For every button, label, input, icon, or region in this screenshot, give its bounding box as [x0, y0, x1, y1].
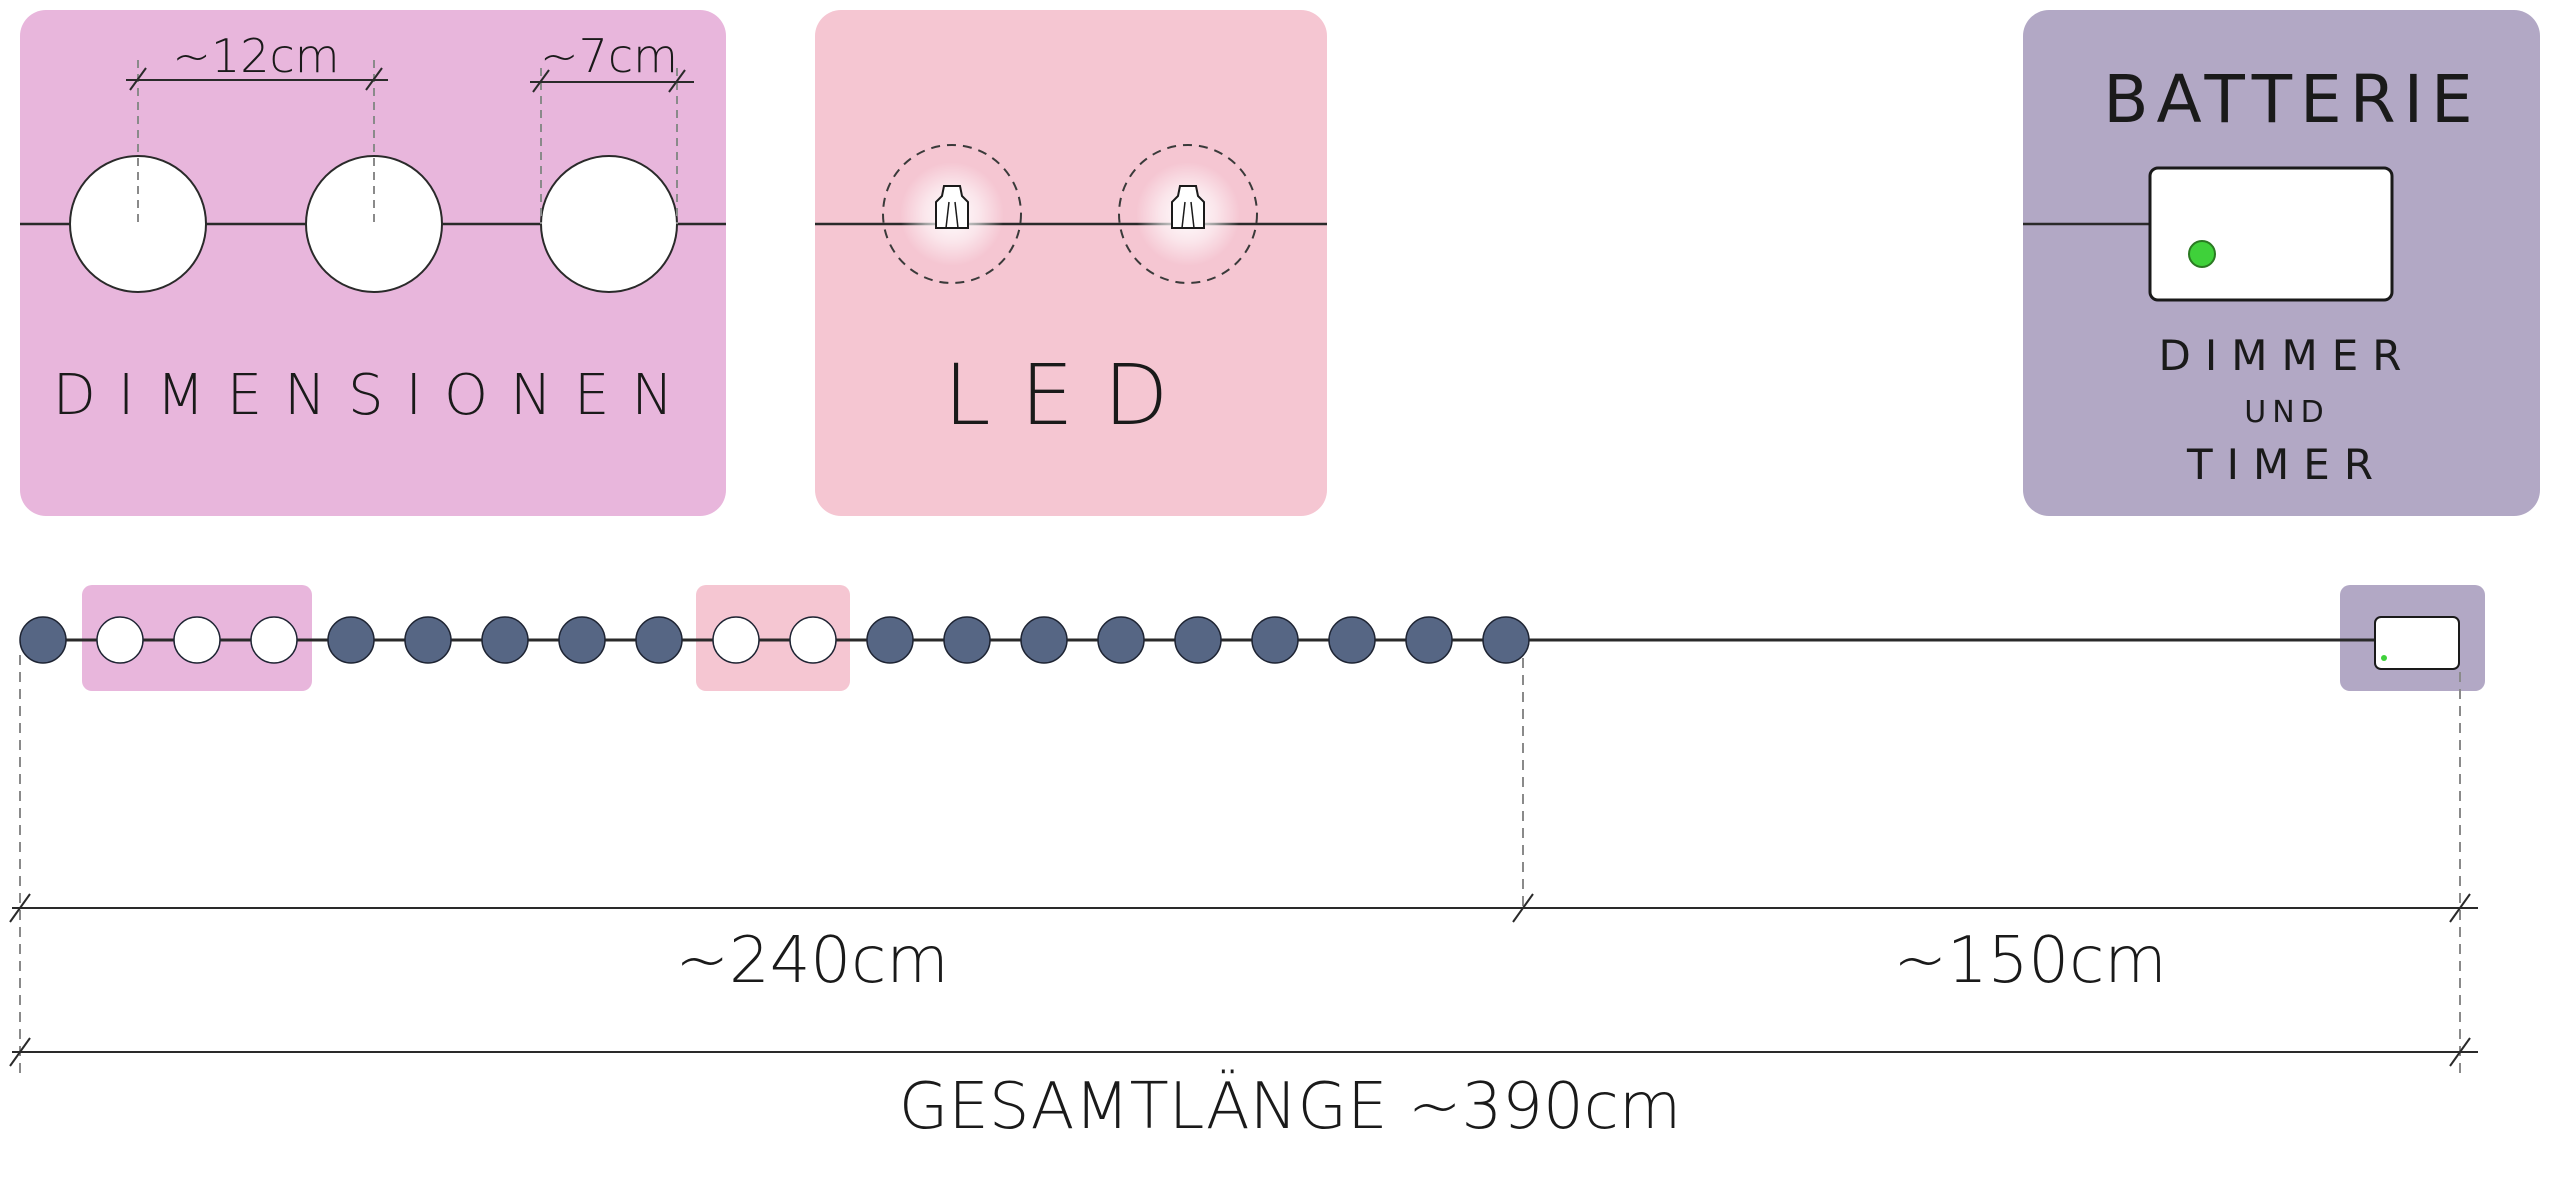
bead-icon [712, 616, 760, 664]
battery-panel: BATTERIE DIMMER UND TIMER [2023, 10, 2540, 516]
led-outline [1118, 144, 1258, 284]
spacing-tick-right [365, 67, 383, 91]
mini-battery-box [2374, 616, 2460, 670]
bead-icon [1328, 616, 1376, 664]
led-highlight [696, 585, 850, 691]
tick-row1-start [9, 893, 31, 923]
led-bulb-icon [1118, 144, 1258, 284]
tick-row1-end [2449, 893, 2471, 923]
led-bulbs [882, 144, 1258, 284]
led-bulb-line [945, 201, 950, 229]
led-bulb-icon [882, 144, 1022, 284]
mini-led-indicator-icon [2381, 655, 2387, 661]
diameter-label: ~7cm [540, 29, 678, 83]
diameter-tick-left [532, 69, 550, 93]
bead-icon [96, 616, 144, 664]
bead-icon [866, 616, 914, 664]
dimensions-panel: ~12cm ~7cm DIMENSIONEN [20, 10, 726, 516]
light-string [19, 585, 2485, 691]
led-bulb-line [954, 201, 959, 229]
total-length: GESAMTLÄNGE ~390cm [899, 1069, 1681, 1144]
battery-title: BATTERIE [2103, 61, 2481, 138]
bead-icon [540, 155, 678, 293]
bead-icon [305, 155, 443, 293]
spacing-tick-left [129, 67, 147, 91]
diameter-dimension: ~7cm [530, 29, 694, 224]
tick-row2-end [2449, 1037, 2471, 1067]
led-bulb-line [1181, 201, 1186, 229]
bead-icon [19, 616, 67, 664]
tick-row1-mid [1512, 893, 1534, 923]
bead-icon [558, 616, 606, 664]
bead-icon [1405, 616, 1453, 664]
led-panel: LED [815, 10, 1327, 516]
diameter-tick-right [668, 69, 686, 93]
led-title: LED [944, 346, 1199, 444]
cable-section-length: ~150cm [1893, 924, 2166, 998]
beads-section-length: ~240cm [675, 924, 948, 998]
bead-icon [1097, 616, 1145, 664]
battery-box [2148, 166, 2394, 302]
battery-subtitle-und: UND [2244, 395, 2330, 430]
spacing-dimension: ~12cm [126, 29, 388, 224]
mini-battery-box-icon [2374, 616, 2460, 670]
led-outline [882, 144, 1022, 284]
bead-icon [250, 616, 298, 664]
bead-icon [1020, 616, 1068, 664]
led-indicator-icon [2188, 240, 2216, 268]
bead-icon [943, 616, 991, 664]
bead-icon [404, 616, 452, 664]
bead-icon [1251, 616, 1299, 664]
bead-icon [1482, 616, 1530, 664]
spacing-label: ~12cm [172, 29, 339, 83]
string-beads [19, 616, 1530, 664]
bead-icon [327, 616, 375, 664]
led-panel-background [815, 10, 1327, 516]
bead-icon [635, 616, 683, 664]
battery-box-icon [2148, 166, 2394, 302]
led-bulb-line [1190, 201, 1195, 229]
dimensions-title: DIMENSIONEN [53, 363, 696, 428]
measurements: ~240cm ~150cm GESAMTLÄNGE ~390cm [9, 655, 2478, 1144]
bead-icon [789, 616, 837, 664]
battery-subtitle-timer: TIMER [2186, 440, 2387, 489]
bead-icon [481, 616, 529, 664]
dimensions-beads [69, 155, 678, 293]
battery-subtitle-dimmer: DIMMER [2159, 331, 2416, 380]
led-bulb-body [1171, 185, 1205, 229]
bead-icon [173, 616, 221, 664]
led-bulb-body [935, 185, 969, 229]
bead-icon [1174, 616, 1222, 664]
bead-icon [69, 155, 207, 293]
tick-row2-start [9, 1037, 31, 1067]
